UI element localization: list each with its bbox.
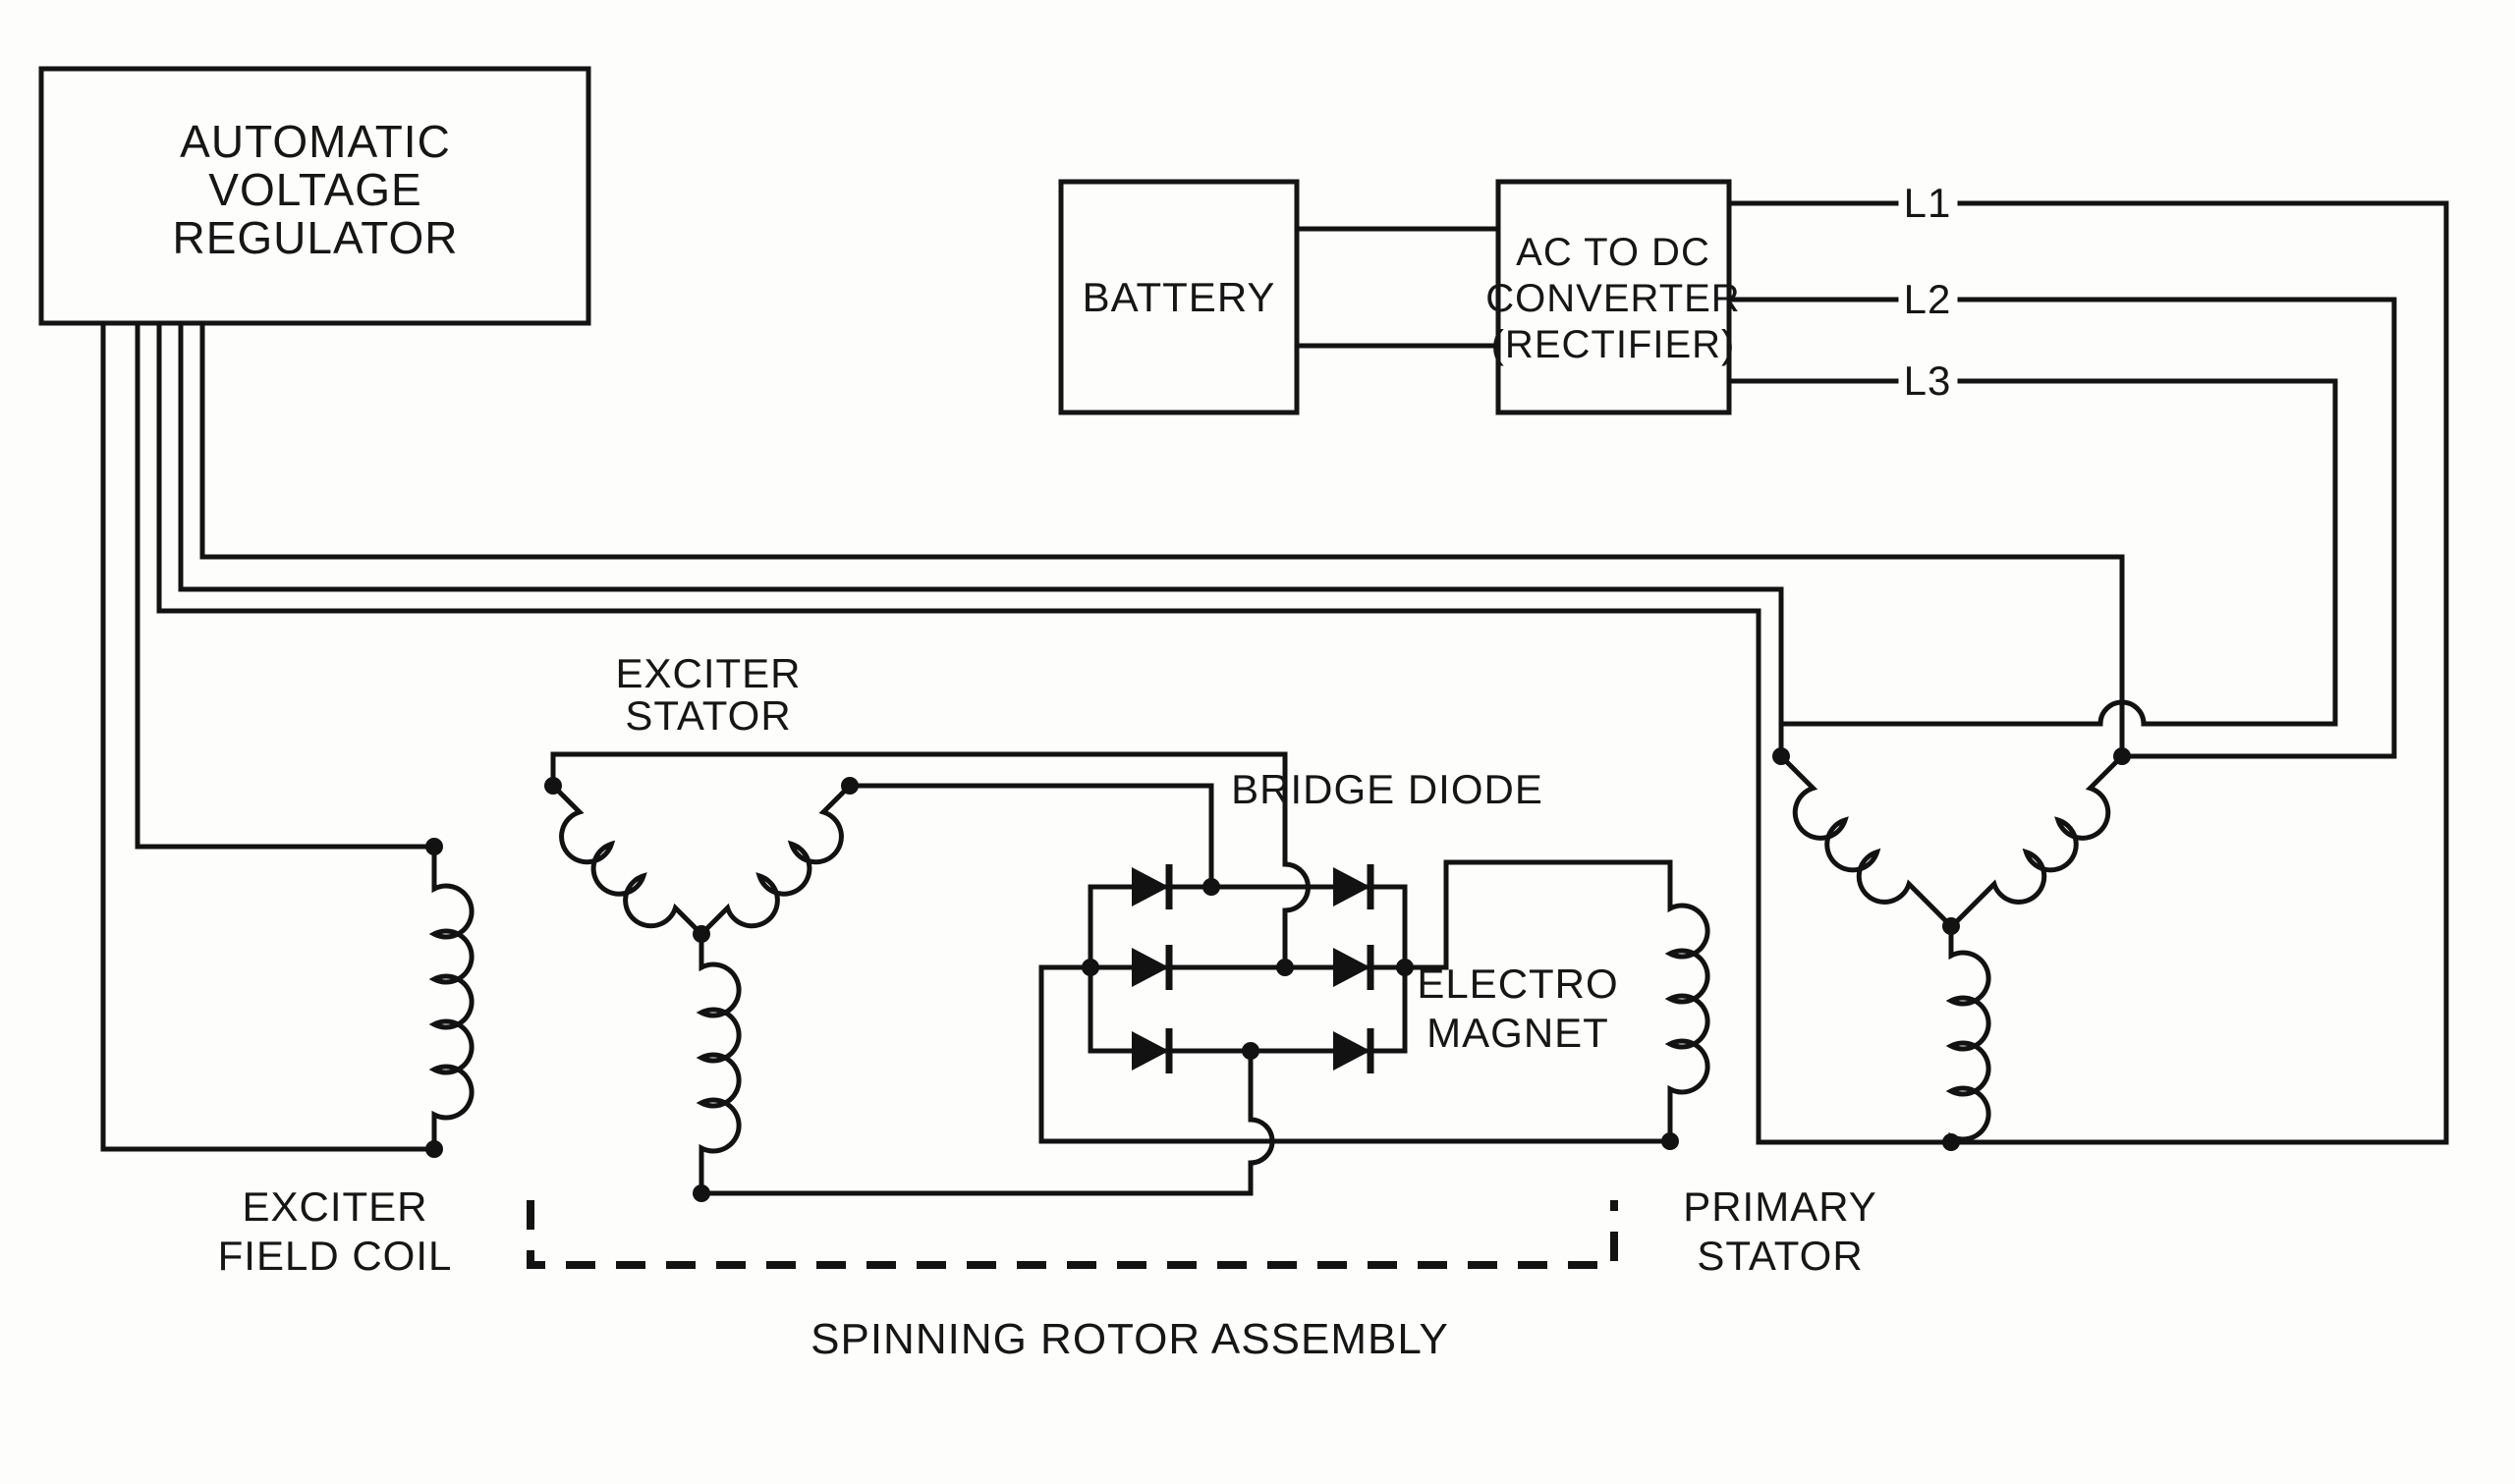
diode-icon: [1333, 864, 1374, 909]
diode-icon: [1333, 1028, 1374, 1073]
avr-box: [38, 66, 591, 326]
avr-label-line3: REGULATOR: [172, 212, 458, 263]
exciter-phase-a-feed-with-jump: [550, 751, 1311, 970]
junction-dot: [1942, 1133, 1960, 1151]
exciter-phase-b-feed: [847, 783, 1214, 890]
avr-label-line2: VOLTAGE: [208, 164, 421, 215]
rectifier-label-line2: CONVERTER: [1485, 277, 1740, 320]
primary-stator-left-arm-coil: [1777, 752, 1955, 930]
junction-dot: [2113, 747, 2131, 765]
primary-stator-bottom-coil: [1945, 923, 1991, 1145]
battery-label: BATTERY: [1083, 274, 1276, 320]
rotor-assembly-label: SPINNING ROTOR ASSEMBLY: [810, 1315, 1449, 1363]
bridge-diode-label: BRIDGE DIODE: [1231, 766, 1543, 812]
exciter-field-coil-label-line2: FIELD COIL: [218, 1233, 453, 1279]
diode-icon: [1333, 945, 1374, 990]
avr-field-wire-top: [135, 320, 437, 850]
diode-icon: [1132, 945, 1173, 990]
junction-dot: [425, 1140, 443, 1158]
rectifier-label-line1: AC TO DC: [1516, 231, 1710, 274]
diode-icon: [1132, 1028, 1173, 1073]
l3-wire-with-jump: [1778, 378, 2338, 727]
junction-dot: [1242, 1042, 1259, 1060]
electro-magnet-label-line2: MAGNET: [1426, 1010, 1609, 1056]
l2-label: L2: [1904, 276, 1952, 322]
battery-box: [1058, 179, 1300, 415]
exciter-stator-bottom-coil: [696, 931, 742, 1196]
avr-label-line1: AUTOMATIC: [180, 116, 451, 167]
electro-magnet-coil: [1664, 859, 1710, 1144]
exciter-stator-right-arm-coil: [698, 782, 854, 938]
junction-dot: [693, 925, 710, 943]
exciter-field-coil: [428, 844, 475, 1152]
avr-field-wire-bottom: [100, 320, 437, 1152]
junction-dot: [425, 838, 443, 855]
bridge-dc-plus-wire: [1402, 859, 1673, 970]
junction-dot: [1276, 959, 1294, 976]
l3-label: L3: [1904, 357, 1952, 404]
exciter-stator-label-line1: EXCITER: [615, 650, 801, 696]
junction-dot: [1772, 747, 1790, 765]
junction-dot: [1661, 1132, 1679, 1150]
junction-dot: [1942, 917, 1960, 935]
avr-sense-wire-phase3: [178, 320, 1784, 759]
l1-sense-wire: [156, 200, 2449, 1145]
exciter-stator-label-line2: STATOR: [625, 692, 791, 739]
bridge-dc-minus-wire: [1038, 964, 1673, 1144]
primary-stator-label-line1: PRIMARY: [1683, 1183, 1877, 1230]
diode-icon: [1132, 864, 1173, 909]
exciter-stator-left-arm-coil: [549, 782, 705, 938]
primary-stator-right-arm-coil: [1948, 752, 2126, 930]
l2-wire: [1957, 297, 2397, 759]
primary-stator-label-line2: STATOR: [1697, 1233, 1863, 1279]
rotor-assembly-bracket: [527, 1200, 1618, 1269]
exciter-phase-c-feed-with-jump: [699, 1048, 1275, 1196]
exciter-field-coil-label-line1: EXCITER: [242, 1183, 427, 1230]
l1-label: L1: [1904, 180, 1952, 226]
avr-sense-wire-phase2: [199, 320, 2125, 759]
junction-dot: [1202, 878, 1220, 896]
electro-magnet-label-line1: ELECTRO: [1417, 961, 1618, 1007]
rectifier-label-line3: (RECTIFIER): [1491, 323, 1736, 366]
